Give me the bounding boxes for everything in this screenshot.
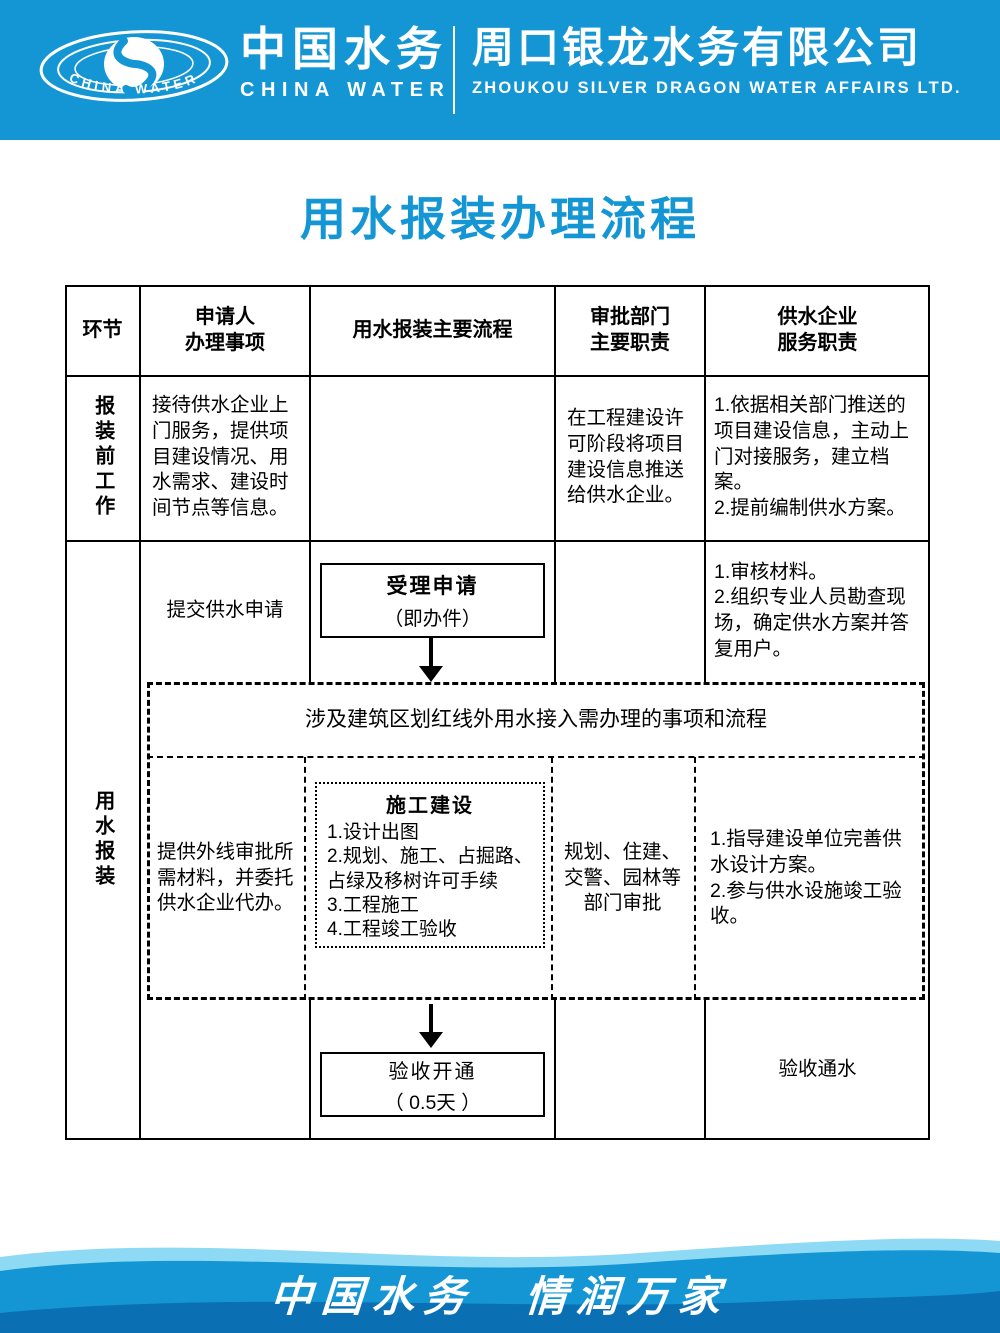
company-block: 周口银龙水务有限公司 ZHOUKOU SILVER DRAGON WATER A… (472, 24, 962, 98)
column-header-supplier: 供水企业 服务职责 (777, 306, 858, 354)
pre-supplier-cell: 1.依据相关部门推送的项目建设信息，主动上门对接服务，建立档案。 2.提前编制供… (714, 394, 910, 520)
china-water-logo: CHINA WATER (39, 30, 229, 102)
table-gridline (704, 1000, 706, 1140)
column-header-flow: 用水报装主要流程 (352, 319, 513, 341)
apply-supplier-cell: 1.审核材料。 2.组织专业人员勘查现场，确定供水方案并答复用户。 (714, 560, 910, 660)
pre-authority-cell: 在工程建设许可阶段将项目建设信息推送给供水企业。 (567, 407, 685, 507)
redline-divider-v1 (304, 757, 306, 1000)
arrow-shaft (429, 638, 433, 668)
brand-block: 中国水务 CHINA WATER (240, 24, 450, 102)
footer-wave (0, 1238, 1000, 1333)
accept-box-note: （即办件） (383, 608, 482, 630)
arrow-head (419, 1032, 443, 1048)
apply-applicant-cell: 提交供水申请 (166, 599, 284, 622)
accept-box-title: 受理申请 (386, 575, 479, 598)
company-name-cn: 周口银龙水务有限公司 (472, 24, 923, 71)
page-title: 用水报装办理流程 (300, 193, 700, 245)
column-header-applicant: 申请人 办理事项 (185, 306, 265, 354)
open-box-title: 验收开通 (388, 1060, 477, 1083)
redline-divider-h (147, 756, 925, 758)
header-band: CHINA WATER 中国水务 CHINA WATER 周口银龙水务有限公司 … (0, 0, 1000, 140)
open-box-note: （ 0.5天 ） (384, 1091, 481, 1114)
arrow-shaft (429, 1004, 433, 1034)
down-arrow-2 (417, 1004, 445, 1048)
table-gridline (554, 1000, 556, 1140)
redline-authority-cell: 规划、住建、 交警、园林等 部门审批 (563, 840, 681, 915)
table-gridline (65, 375, 930, 377)
redline-divider-v3 (694, 757, 696, 1000)
column-header-authority: 审批部门 主要职责 (590, 306, 670, 354)
header-divider (453, 26, 455, 114)
arrow-head (419, 666, 443, 682)
logo-swirl (113, 37, 157, 95)
accept-application-box: 受理申请 （即办件） (320, 563, 545, 638)
stage-cell-apply: 用水报装 (65, 540, 140, 1140)
redline-applicant-cell: 提供外线审批所需材料，并委托供水企业代办。 (157, 840, 294, 915)
pre-applicant-cell: 接待供水企业上门服务，提供项目建设情况、用水需求、建设时间节点等信息。 (152, 394, 289, 520)
brand-name-en: CHINA WATER (240, 78, 451, 101)
construction-item: 4.工程竣工验收 (327, 919, 457, 941)
company-name-en: ZHOUKOU SILVER DRAGON WATER AFFAIRS LTD. (472, 79, 962, 98)
table-gridline (65, 540, 930, 542)
redline-dashed-box (147, 682, 925, 1000)
acceptance-open-box: 验收开通 （ 0.5天 ） (320, 1052, 545, 1117)
table-gridline (704, 285, 706, 682)
table-gridline (309, 285, 311, 682)
construction-title: 施工建设 (386, 795, 474, 817)
stage-cell-pre: 报装前工作 (65, 375, 140, 540)
table-gridline (309, 1000, 311, 1140)
brand-name-cn: 中国水务 (240, 23, 448, 75)
redline-supplier-cell: 1.指导建设单位完善供水设计方案。 2.参与供水设施竣工验收。 (710, 828, 902, 928)
table-gridline (554, 285, 556, 682)
stage-label-apply: 用水报装 (91, 790, 114, 890)
footer-wave-deep (0, 1291, 1000, 1333)
construction-item: 2.规划、施工、占掘路、占绿及移树许可手续 (327, 846, 533, 892)
construction-dotted-box: 施工建设 1.设计出图 2.规划、施工、占掘路、占绿及移树许可手续 3.工程施工… (315, 782, 545, 948)
table-outer-border (65, 285, 930, 1140)
redline-banner: 涉及建筑区划红线外用水接入需办理的事项和流程 (305, 707, 767, 731)
down-arrow-1 (417, 638, 445, 682)
construction-item: 1.设计出图 (327, 822, 419, 843)
final-supplier-cell: 验收通水 (778, 1058, 857, 1081)
stage-label-pre: 报装前工作 (91, 395, 114, 520)
column-header-stage: 环节 (82, 319, 123, 341)
table-gridline (139, 285, 141, 1140)
footer-slogan: 中国水务 情润万家 (268, 1272, 732, 1321)
construction-item: 3.工程施工 (327, 894, 419, 916)
redline-divider-v2 (551, 757, 553, 1000)
